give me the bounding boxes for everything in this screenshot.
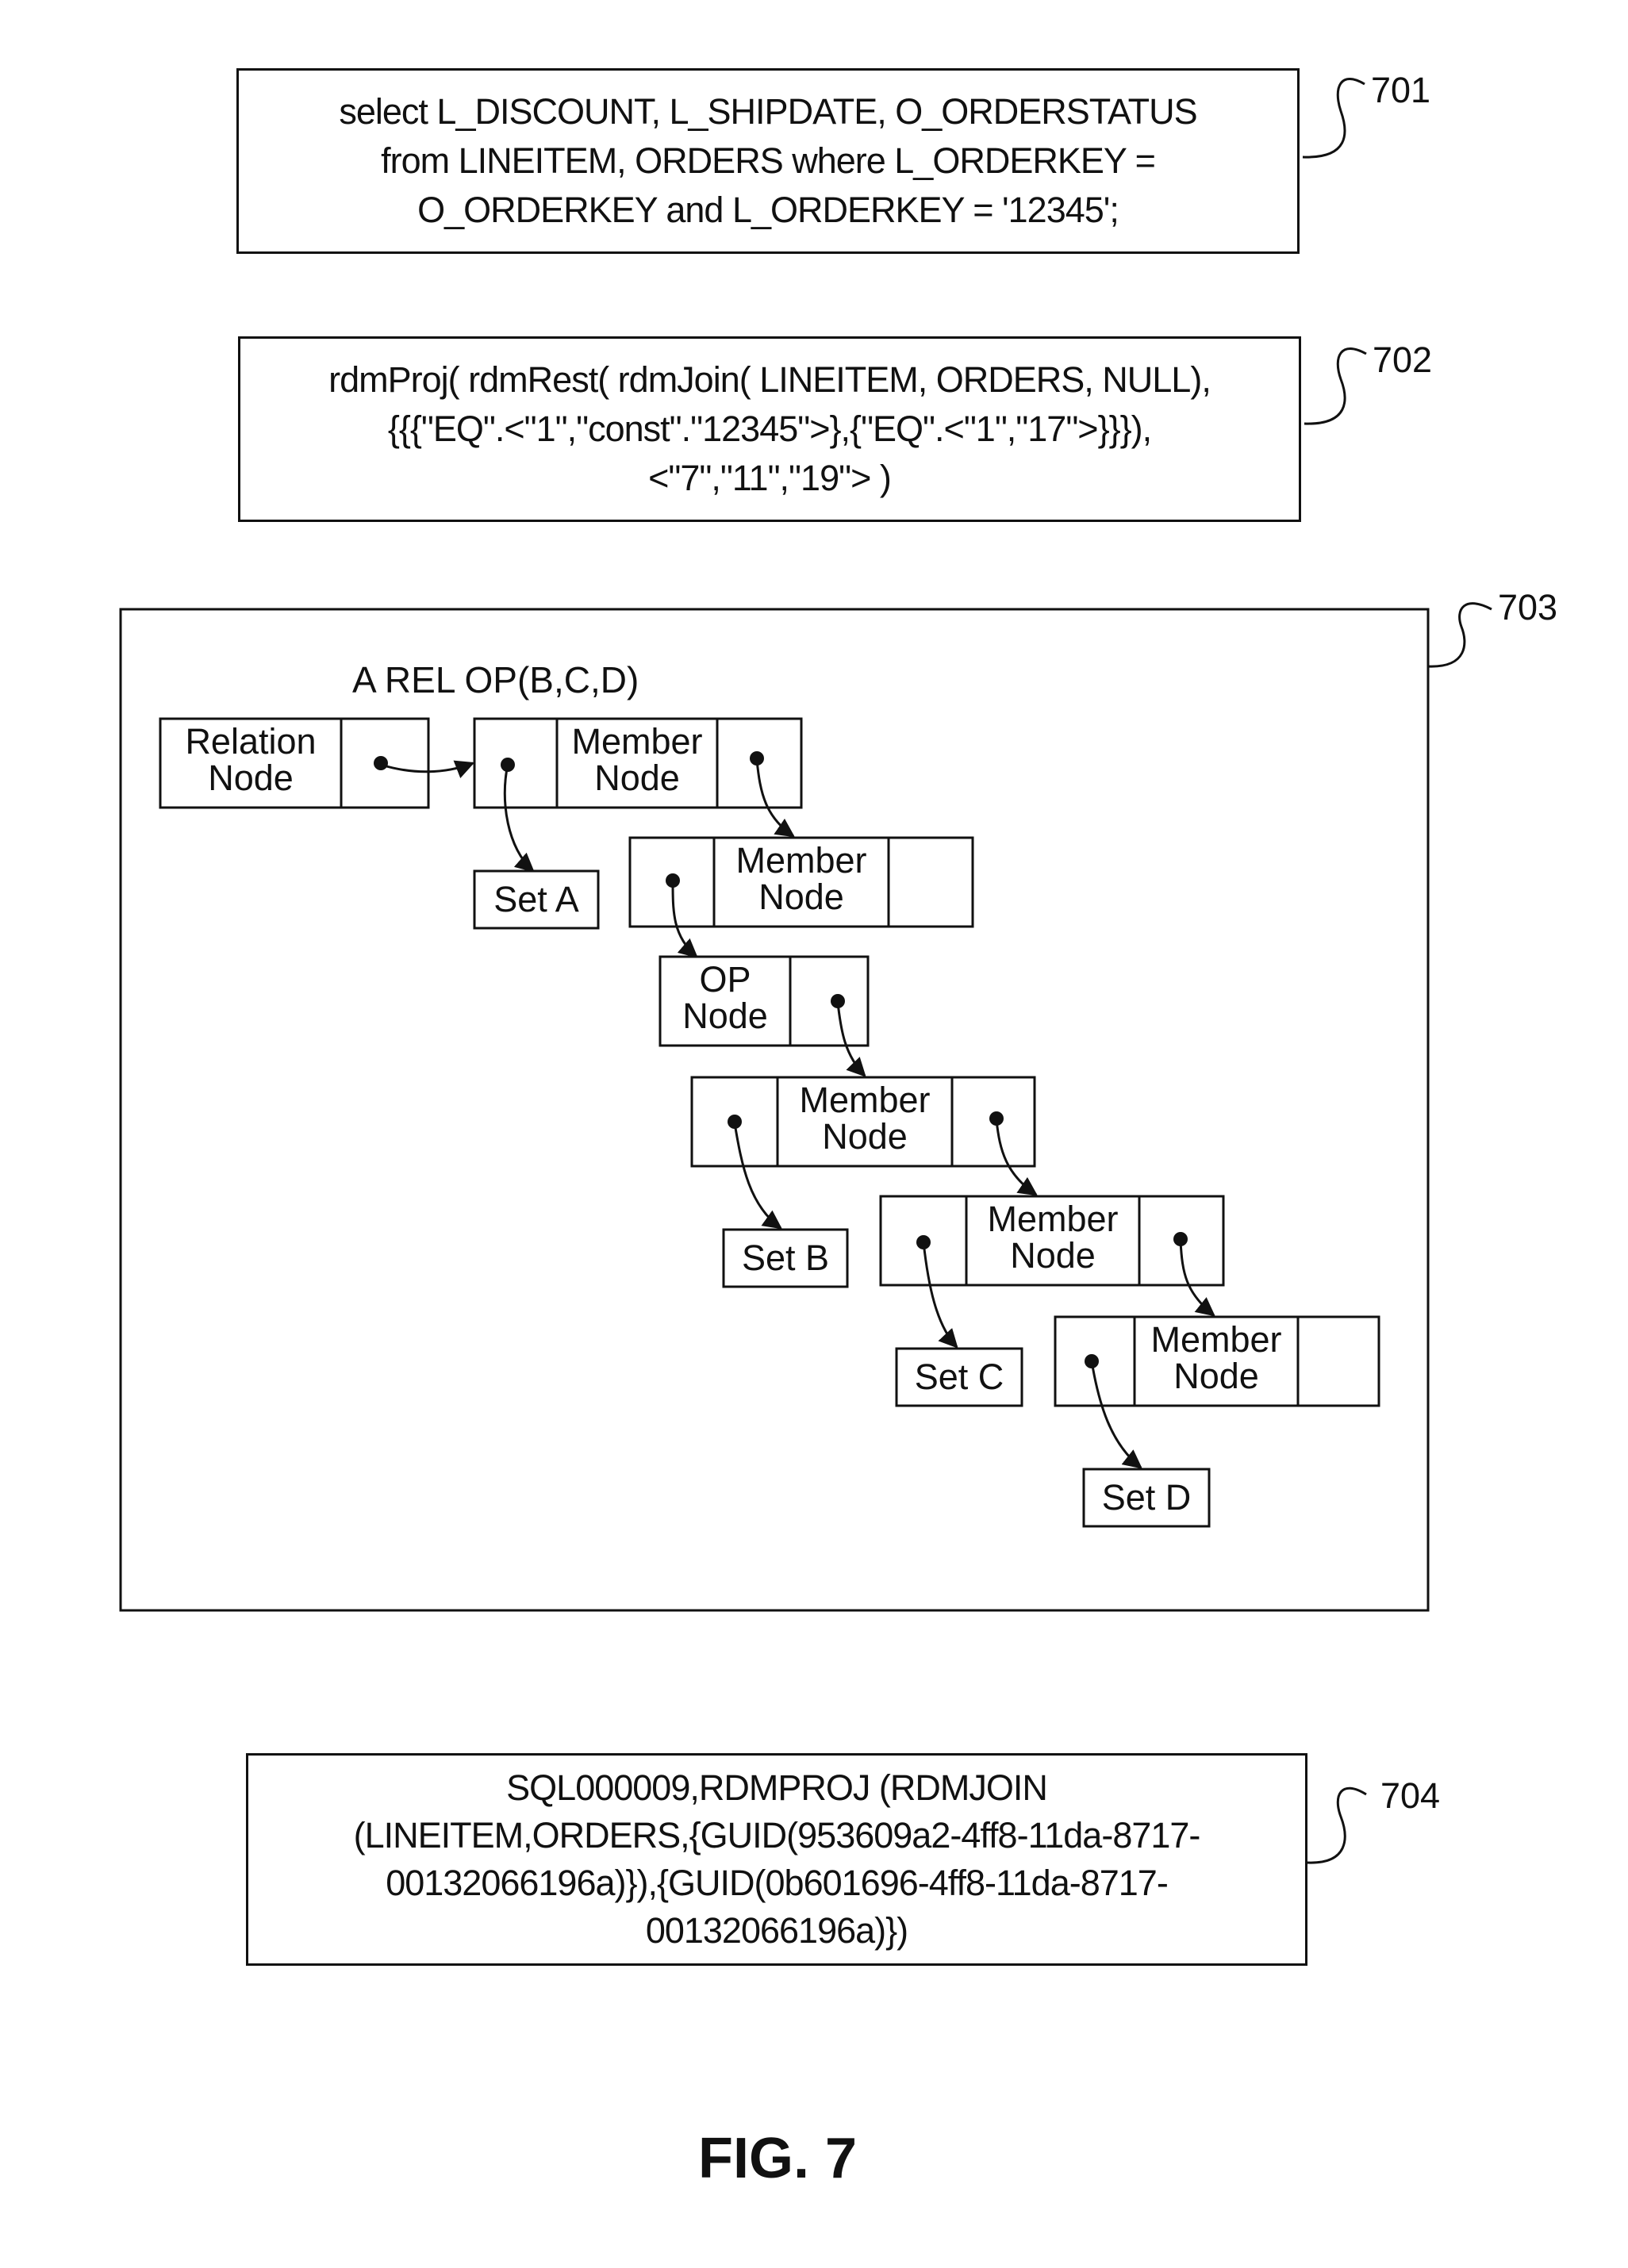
ref-squiggle-703 <box>1428 604 1492 666</box>
ref-label-704: 704 <box>1380 1775 1440 1817</box>
ref-squiggle-701 <box>1303 79 1365 158</box>
ref-squiggle-704 <box>1307 1788 1366 1863</box>
pointer-arrow <box>757 760 793 836</box>
pointer-arrow <box>996 1120 1036 1195</box>
pointer-arrow <box>735 1123 781 1228</box>
set-d-label: Set D <box>1084 1474 1209 1522</box>
relation-node-label: Relation Node <box>160 723 341 796</box>
plan-line-3: 00132066196a)}),{GUID(0b601696-4ff8-11da… <box>386 1859 1168 1907</box>
member-node-label: Member Node <box>966 1201 1139 1274</box>
member-node-label: Member Node <box>714 842 889 915</box>
member-node-label: Member Node <box>1135 1322 1298 1395</box>
plan-line-4: 00132066196a)}) <box>646 1907 908 1955</box>
sql-plan-box: SQL000009,RDMPROJ (RDMJOIN (LINEITEM,ORD… <box>246 1753 1307 1966</box>
member-node-label: Member Node <box>778 1082 952 1155</box>
ref-squiggle-702 <box>1304 348 1366 424</box>
member-node-label: Member Node <box>557 723 717 796</box>
pointer-arrow <box>381 763 473 772</box>
set-a-label: Set A <box>474 876 598 923</box>
op-node-label: OP Node <box>660 961 790 1034</box>
diagram-title: A REL OP(B,C,D) <box>352 658 639 701</box>
set-c-label: Set C <box>897 1353 1022 1401</box>
figure-label: FIG. 7 <box>0 2126 1555 2191</box>
plan-line-2: (LINEITEM,ORDERS,{GUID(953609a2-4ff8-11d… <box>354 1812 1200 1859</box>
pointer-arrow <box>923 1242 957 1347</box>
pointer-arrow <box>838 1003 865 1076</box>
pointer-arrow <box>505 765 533 871</box>
set-b-label: Set B <box>724 1234 847 1282</box>
ref-label-703: 703 <box>1498 587 1557 628</box>
plan-line-1: SQL000009,RDMPROJ (RDMJOIN <box>506 1764 1047 1812</box>
pointer-arrow <box>673 881 697 957</box>
pointer-arrow <box>1181 1241 1214 1315</box>
